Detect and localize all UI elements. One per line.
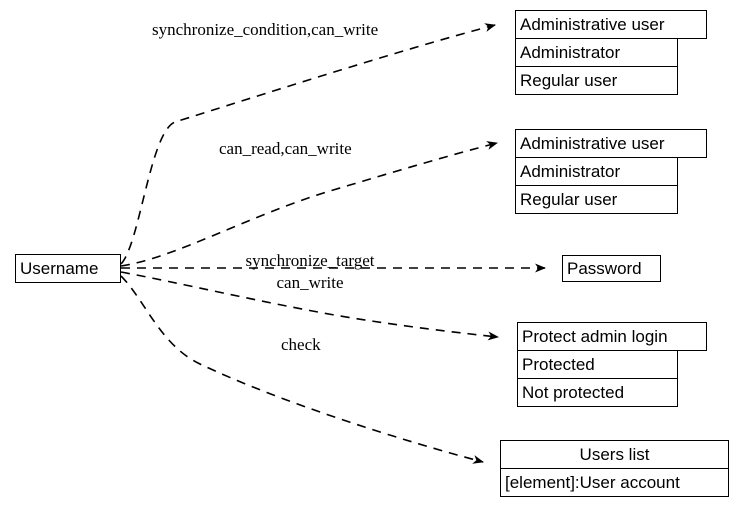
node-users-list[interactable]: Users list [element]:User account: [500, 440, 729, 497]
edge-label-can-write: can_write: [276, 273, 343, 292]
edge-label-can-read-can-write: can_read,can_write: [219, 139, 352, 158]
edge-username-to-admin-user-2: [120, 141, 498, 267]
node-admin-user-1-row-regular-user[interactable]: Regular user: [515, 66, 678, 95]
node-protect-admin-login[interactable]: Protect admin login Protected Not protec…: [517, 322, 707, 407]
edge-label-synchronize-target: synchronize_target: [245, 251, 374, 270]
edge-label-synchronize-condition-can-write: synchronize_condition,can_write: [152, 20, 378, 39]
node-protect-admin-login-row-not-protected[interactable]: Not protected: [517, 378, 678, 407]
edge-username-to-protect-admin-login: [120, 271, 499, 341]
node-password-header[interactable]: Password: [562, 255, 661, 282]
node-protect-admin-login-row-protected[interactable]: Protected: [517, 350, 678, 379]
node-admin-user-2[interactable]: Administrative user Administrator Regula…: [515, 129, 707, 214]
edge-username-to-users-list: [120, 275, 484, 464]
node-admin-user-2-header[interactable]: Administrative user: [515, 129, 707, 158]
node-admin-user-2-row-administrator[interactable]: Administrator: [515, 157, 678, 186]
node-admin-user-1[interactable]: Administrative user Administrator Regula…: [515, 10, 707, 95]
node-username[interactable]: Username: [15, 254, 121, 283]
node-users-list-row-element-user-account[interactable]: [element]:User account: [500, 468, 729, 497]
edge-username-to-admin-user-1: [120, 23, 496, 265]
node-protect-admin-login-header[interactable]: Protect admin login: [517, 322, 707, 351]
node-admin-user-1-header[interactable]: Administrative user: [515, 10, 707, 39]
node-username-header[interactable]: Username: [15, 254, 121, 283]
node-password[interactable]: Password: [562, 255, 661, 282]
node-admin-user-2-row-regular-user[interactable]: Regular user: [515, 185, 678, 214]
node-admin-user-1-row-administrator[interactable]: Administrator: [515, 38, 678, 67]
node-users-list-header[interactable]: Users list: [500, 440, 729, 469]
edge-label-check: check: [281, 335, 321, 354]
